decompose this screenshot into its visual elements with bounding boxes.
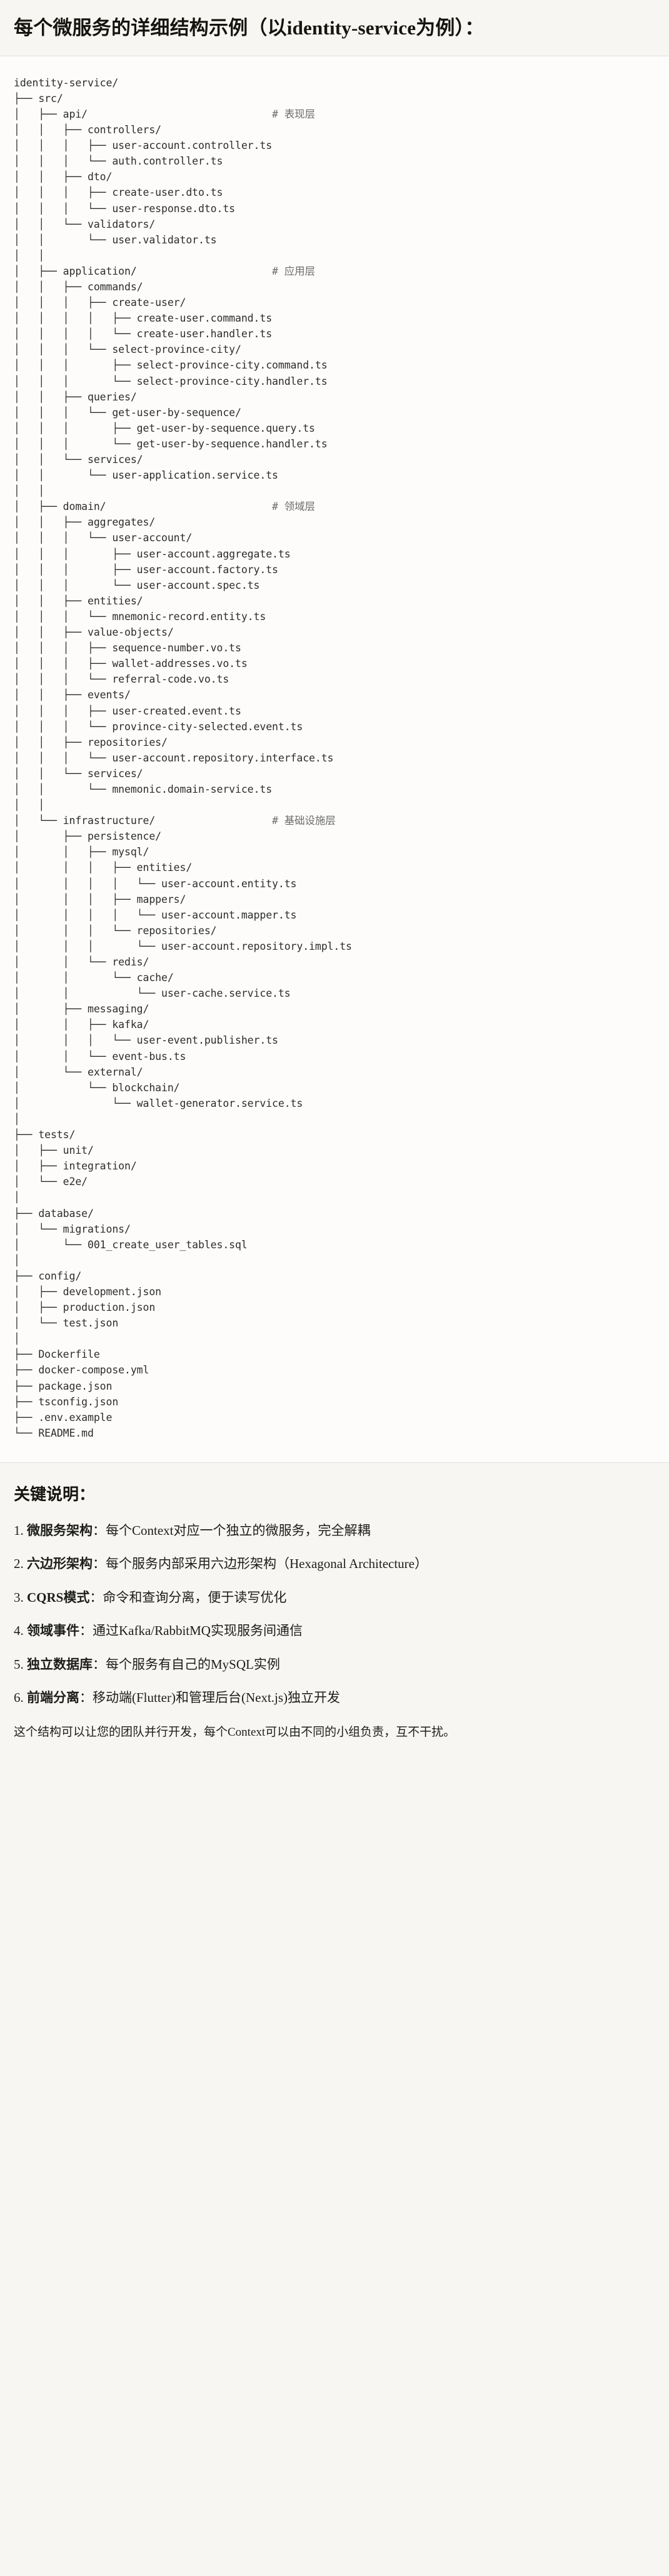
key-note-desc: ：每个Context对应一个独立的微服务，完全解耦 — [93, 1522, 371, 1538]
key-note-desc: ：每个服务有自己的MySQL实例 — [93, 1656, 280, 1672]
tree-layer-comment: # 应用层 — [272, 265, 315, 277]
key-note-term: 六边形架构 — [27, 1556, 93, 1572]
key-note-term: 前端分离 — [27, 1690, 79, 1706]
key-note-term: 微服务架构 — [27, 1522, 93, 1538]
page-title: 每个微服务的详细结构示例（以identity-service为例）： — [14, 17, 485, 39]
key-notes-footer: 这个结构可以让您的团队并行开发，每个Context可以由不同的小组负责，互不干扰… — [14, 1725, 456, 1739]
key-notes-list: 微服务架构：每个Context对应一个独立的微服务，完全解耦 六边形架构：每个服… — [14, 1521, 655, 1708]
header-band: 每个微服务的详细结构示例（以identity-service为例）： — [0, 0, 669, 56]
tree-layer-comment: # 基础设施层 — [272, 815, 336, 827]
key-note-term: 独立数据库 — [27, 1656, 93, 1672]
key-note-item: 六边形架构：每个服务内部采用六边形架构（Hexagonal Architectu… — [14, 1554, 655, 1574]
key-note-item: 微服务架构：每个Context对应一个独立的微服务，完全解耦 — [14, 1521, 655, 1541]
directory-tree-block: identity-service/ ├── src/ │ ├── api/ # … — [0, 56, 669, 1463]
key-note-item: CQRS模式：命令和查询分离，便于读写优化 — [14, 1588, 655, 1608]
key-note-desc: ：命令和查询分离，便于读写优化 — [89, 1589, 287, 1605]
key-note-desc: ：移动端(Flutter)和管理后台(Next.js)独立开发 — [79, 1690, 341, 1706]
key-note-term: CQRS模式 — [27, 1589, 90, 1605]
directory-tree: identity-service/ ├── src/ │ ├── api/ # … — [14, 76, 352, 1439]
key-notes-title: 关键说明： — [14, 1485, 96, 1504]
key-note-item: 独立数据库：每个服务有自己的MySQL实例 — [14, 1655, 655, 1675]
tree-layer-comment: # 领域层 — [272, 501, 315, 513]
key-note-item: 领域事件：通过Kafka/RabbitMQ实现服务间通信 — [14, 1621, 655, 1641]
key-notes-band: 关键说明： 微服务架构：每个Context对应一个独立的微服务，完全解耦 六边形… — [0, 1462, 669, 2576]
key-note-item: 前端分离：移动端(Flutter)和管理后台(Next.js)独立开发 — [14, 1688, 655, 1708]
key-note-desc: ：每个服务内部采用六边形架构（Hexagonal Architecture） — [93, 1556, 428, 1572]
key-note-desc: ：通过Kafka/RabbitMQ实现服务间通信 — [79, 1623, 303, 1639]
key-note-term: 领域事件 — [27, 1623, 79, 1639]
tree-layer-comment: # 表现层 — [272, 108, 315, 120]
